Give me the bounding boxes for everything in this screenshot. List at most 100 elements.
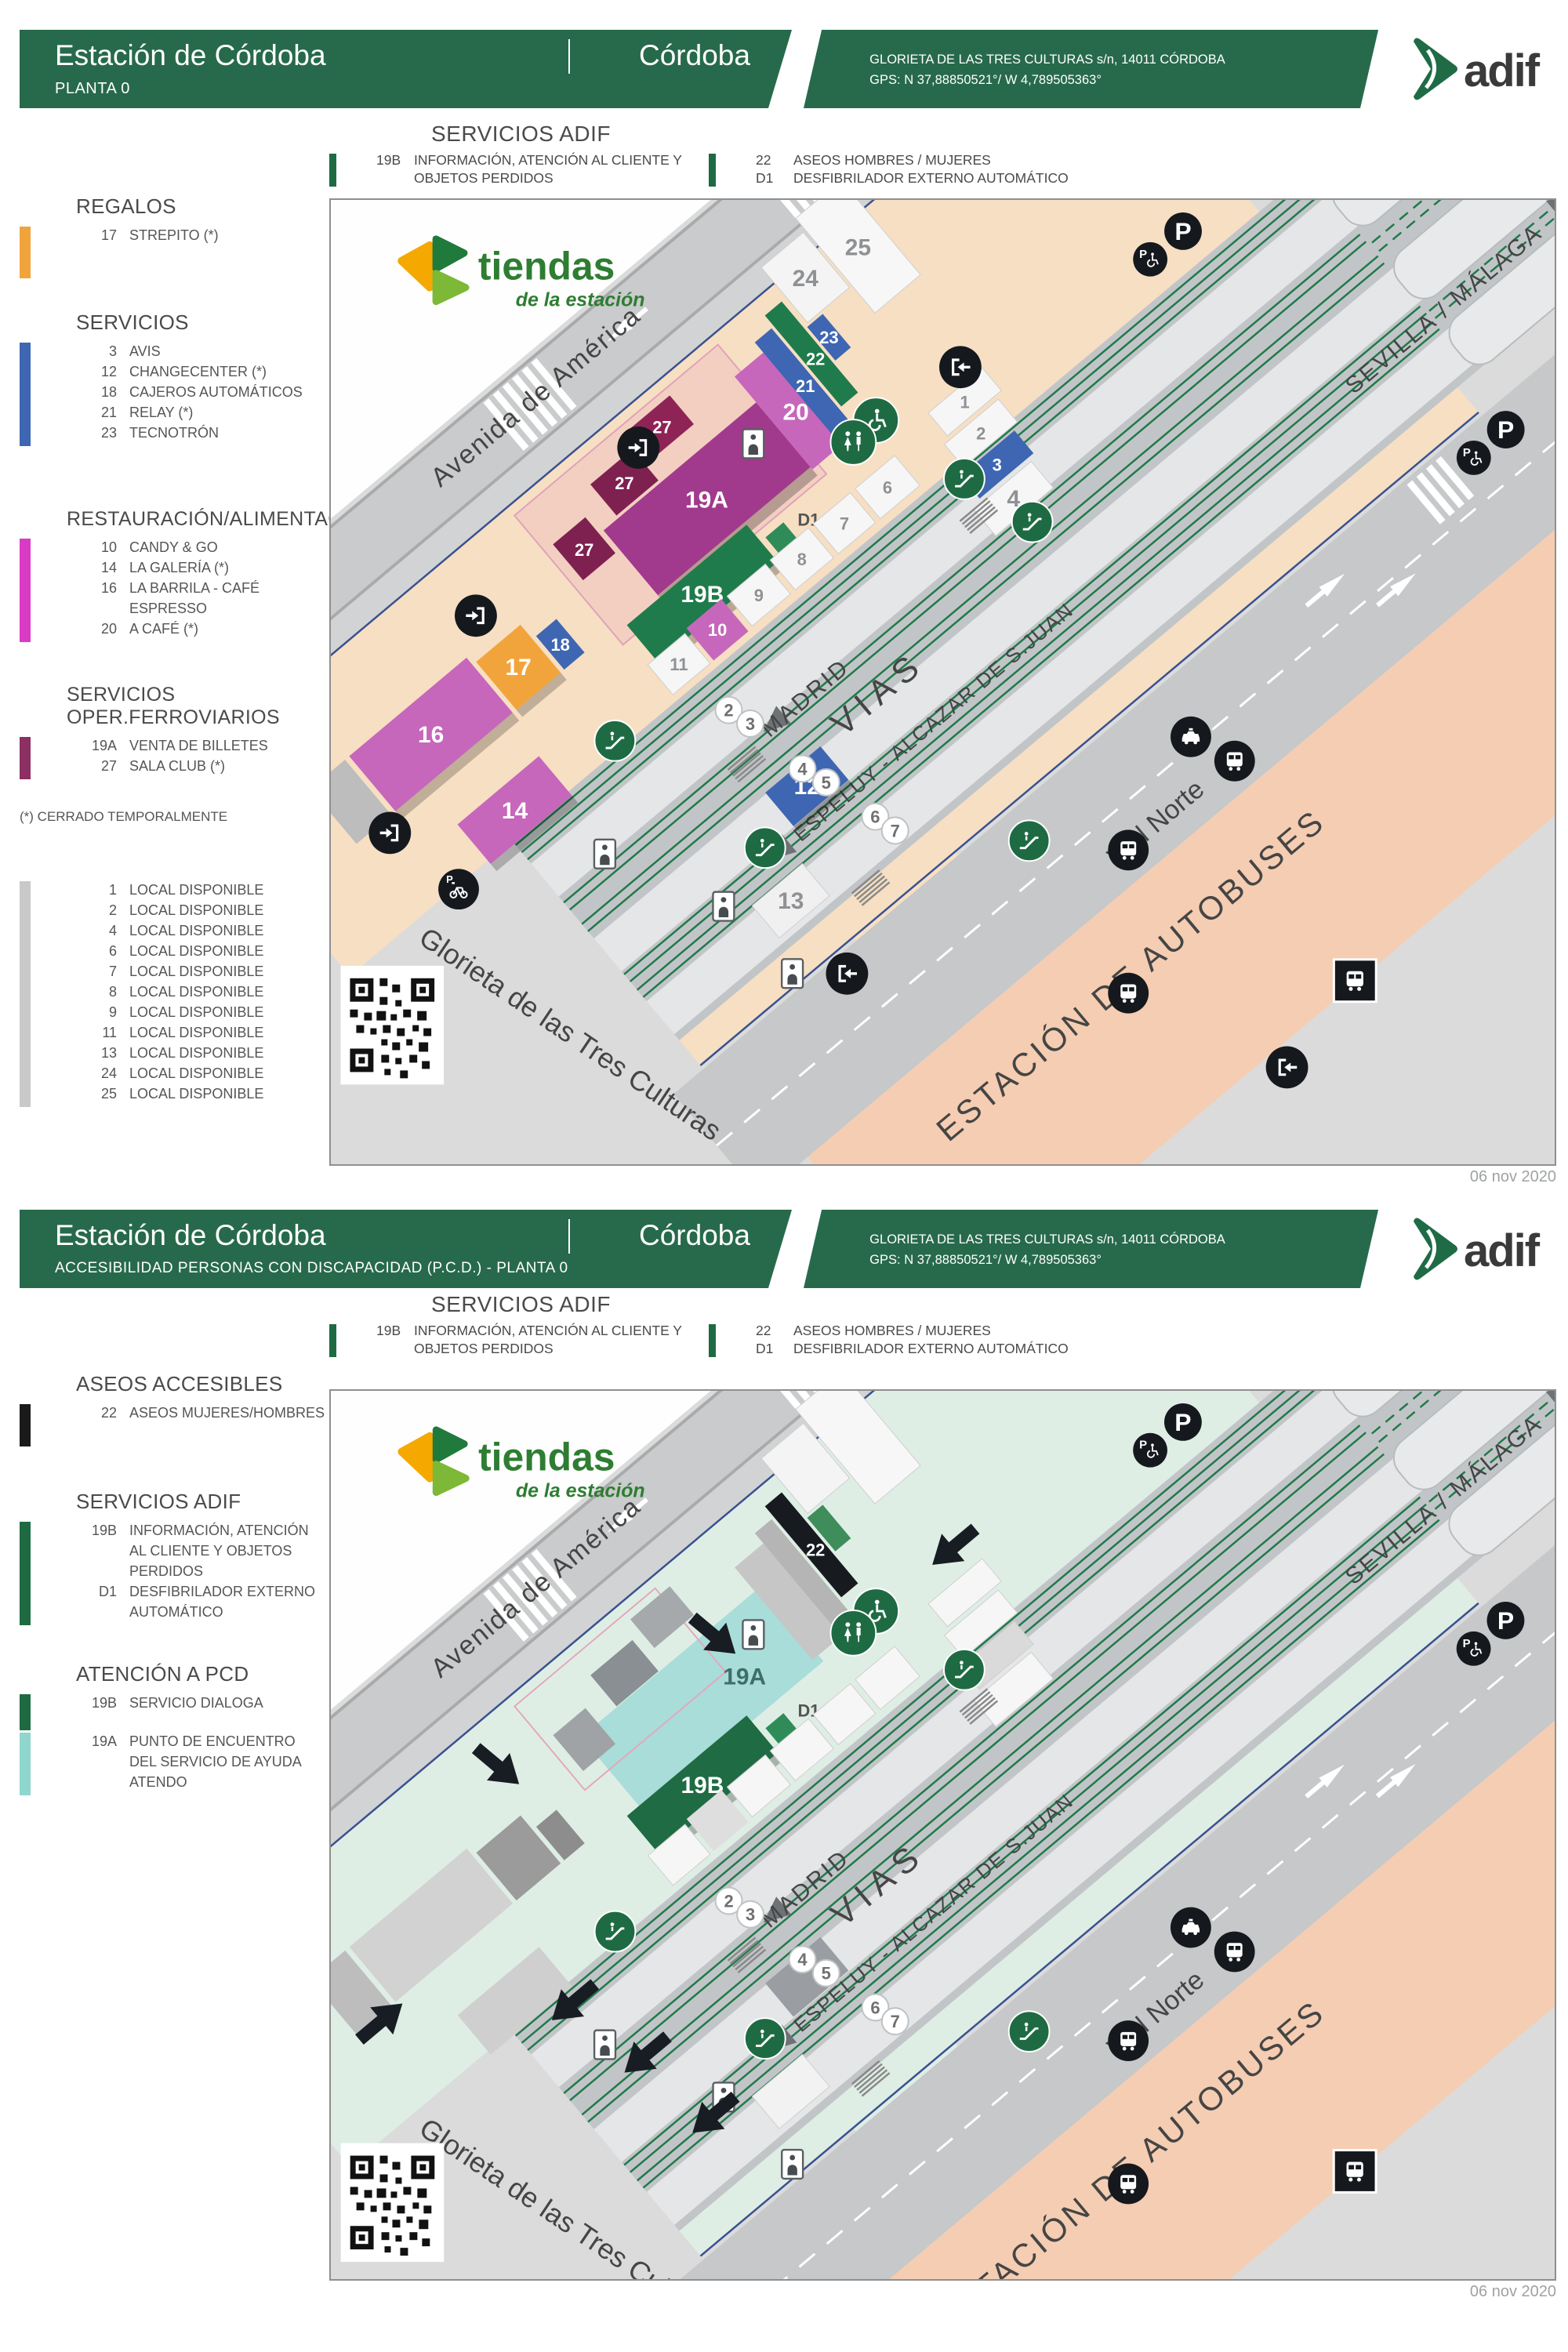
escalator-icon — [942, 457, 985, 500]
building-9: 9 — [726, 563, 791, 627]
platform-number: 2 — [714, 1886, 743, 1915]
svg-text:27: 27 — [615, 474, 633, 493]
adif-logo: adif — [1407, 31, 1560, 107]
svg-text:6: 6 — [870, 808, 880, 827]
legend-title: SERVICIOS ADIF — [431, 1292, 611, 1316]
taxi-icon — [1170, 1907, 1211, 1948]
svg-text:P: P — [1174, 1408, 1191, 1436]
stairs-icon — [727, 1688, 999, 2097]
platform-number: 7 — [880, 2007, 909, 2036]
legend-code: 19B — [376, 152, 401, 168]
building-10: 10 — [686, 599, 749, 661]
svg-text:3: 3 — [993, 455, 1002, 474]
header-bar: Estación de Córdoba Córdoba ACCESIBILIDA… — [20, 1210, 792, 1288]
legend-code: D1 — [756, 170, 774, 186]
bus-icon — [1108, 972, 1149, 1014]
svg-text:P: P — [1139, 248, 1147, 261]
title-divider — [568, 39, 570, 74]
svg-text:20: 20 — [782, 399, 808, 425]
exit-icon — [939, 346, 982, 389]
legend-title: SERVICIOS ADIF — [431, 122, 611, 146]
svg-text:9: 9 — [754, 586, 764, 605]
address-line1: GLORIETA DE LAS TRES CULTURAS s/n, 14011… — [869, 53, 1225, 67]
address-block: GLORIETA DE LAS TRES CULTURAS s/n, 14011… — [804, 1210, 1379, 1288]
building-22: 22 — [764, 301, 858, 407]
building-2: 2 — [943, 398, 1018, 468]
svg-text:4: 4 — [1007, 486, 1020, 512]
legend-col1: 19B INFORMACIÓN, ATENCIÓN AL CLIENTE Y O… — [329, 151, 690, 187]
escalator-icon — [743, 826, 786, 869]
building-20: 20 — [734, 345, 850, 470]
building-8: 8 — [769, 527, 834, 591]
svg-text:P: P — [1174, 217, 1191, 245]
panel2-map: Avenida de América — [329, 1389, 1556, 2281]
svg-text:25: 25 — [845, 234, 871, 260]
entrance-icon — [368, 811, 412, 855]
city-title: Córdoba — [639, 1219, 750, 1251]
wc-icon — [829, 1610, 877, 1657]
platform-number: 4 — [788, 754, 817, 783]
legend-col2: 22 ASEOS HOMBRES / MUJERES D1 DESFIBRILA… — [709, 151, 1148, 187]
escalator-icon — [942, 1648, 985, 1691]
building-14: 14 — [457, 756, 579, 872]
bus-station-icon — [1332, 2149, 1377, 2194]
parking-icon: P — [1164, 212, 1202, 250]
legend-code: 22 — [756, 152, 771, 168]
parking-icon: P — [1164, 1403, 1202, 1441]
bus-icon — [1108, 2020, 1149, 2061]
svg-text:2: 2 — [724, 1891, 733, 1911]
qr-code — [340, 2143, 445, 2263]
svg-text:P: P — [1139, 1439, 1147, 1452]
building-11: 11 — [647, 633, 711, 695]
svg-text:3: 3 — [746, 714, 755, 734]
svg-text:8: 8 — [797, 550, 807, 569]
station-title: Estación de Córdoba — [55, 1219, 326, 1251]
svg-text:P: P — [446, 873, 453, 885]
svg-text:5: 5 — [822, 773, 831, 793]
svg-text:27: 27 — [652, 418, 671, 437]
svg-text:7: 7 — [891, 821, 900, 840]
station-title: Estación de Córdoba — [55, 39, 326, 71]
escalator-icon — [593, 1910, 637, 1953]
address-block: GLORIETA DE LAS TRES CULTURAS s/n, 14011… — [804, 30, 1379, 108]
svg-text:2: 2 — [724, 701, 733, 720]
entrance-icon — [455, 594, 497, 637]
legend-item: 22 ASEOS HOMBRES / MUJERES — [756, 151, 1148, 169]
svg-text:P: P — [1463, 446, 1471, 459]
accessible-parking-icon: P — [1456, 441, 1491, 475]
bus-icon — [1108, 2163, 1149, 2205]
accessible-parking-icon: P — [1133, 241, 1168, 277]
escalator-icon — [1007, 2010, 1051, 2053]
adif-logo-text: adif — [1464, 45, 1541, 96]
platform-number: 7 — [880, 816, 909, 845]
bus-icon — [1214, 1931, 1255, 1973]
svg-text:7: 7 — [891, 2012, 900, 2031]
address-line1: GLORIETA DE LAS TRES CULTURAS s/n, 14011… — [869, 1232, 1225, 1247]
tiendas-logo: tiendas de la estación — [397, 235, 645, 311]
building-7: 7 — [812, 492, 877, 555]
svg-text:tiendas: tiendas — [478, 1436, 615, 1479]
